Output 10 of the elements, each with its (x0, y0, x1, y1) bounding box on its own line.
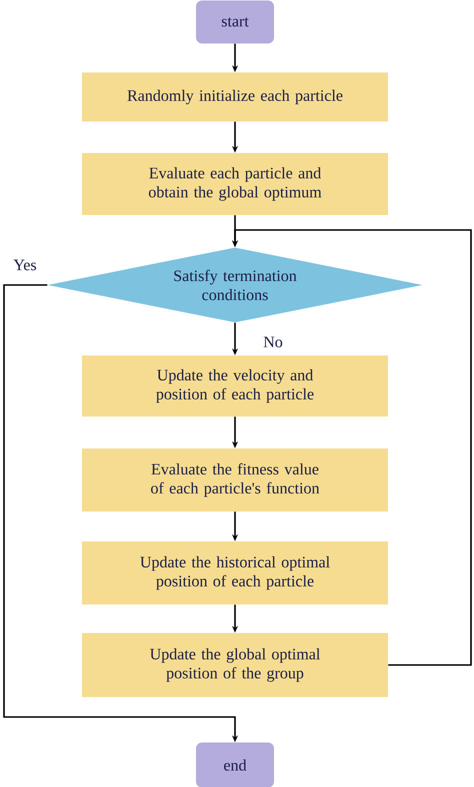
process-box: Evaluate each particle and obtain the global optimum (82, 153, 388, 215)
process-box: Update the global optimal position of the group (82, 633, 388, 697)
terminal-box: end (196, 742, 274, 787)
edge-label: Yes (14, 260, 36, 270)
terminal-box: start (196, 0, 274, 44)
edge-label: No (264, 336, 282, 348)
process-box: Randomly initialize each particle (82, 72, 388, 122)
process-box: Evaluate the fitness value of each particle's function (82, 448, 388, 512)
process-box: Update the historical optimal position of each particle (82, 542, 388, 604)
process-box: Update the velocity and position of each particle (82, 356, 388, 416)
